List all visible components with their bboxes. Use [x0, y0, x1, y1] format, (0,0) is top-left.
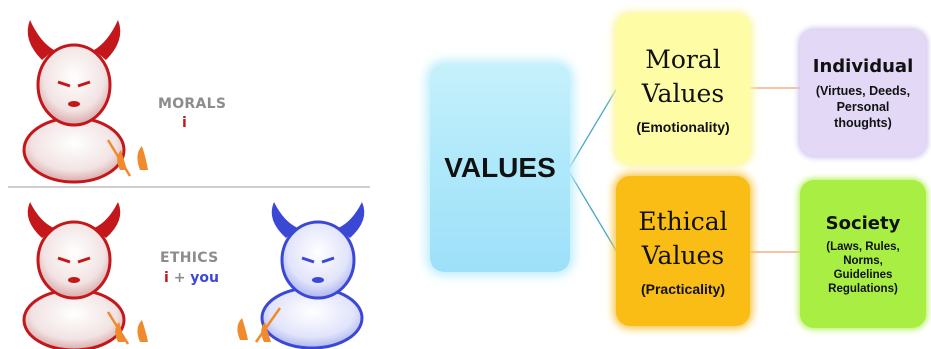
ethical-values-line2: Values: [641, 241, 725, 270]
morals-illustration: MORALS i: [0, 0, 380, 185]
society-line4: Regulations): [828, 282, 898, 295]
society-line3: Guidelines: [833, 268, 893, 281]
ethical-values-sub: (Practicality): [640, 281, 726, 297]
ethics-sub-plus: +: [173, 270, 186, 286]
individual-title: Individual: [812, 55, 914, 77]
connector-values-moral: [567, 87, 618, 171]
ethics-illustration: ETHICS i + you: [0, 190, 380, 349]
values-label: VALUES: [444, 152, 556, 183]
individual-line1: (Virtues, Deeds,: [815, 83, 911, 98]
moral-values-sub: (Emotionality): [636, 119, 730, 135]
morals-label: MORALS: [158, 96, 227, 112]
ethics-sub-i: i: [164, 270, 169, 286]
moral-values-box: Moral Values (Emotionality): [616, 14, 750, 164]
individual-line3: thoughts): [834, 115, 892, 130]
society-line1: (Laws, Rules,: [826, 240, 900, 253]
individual-box: Individual (Virtues, Deeds, Personal tho…: [800, 30, 926, 156]
society-line2: Norms,: [843, 254, 883, 267]
society-title: Society: [825, 212, 901, 234]
devils-icon: [22, 202, 365, 349]
ethics-label: ETHICS: [160, 250, 219, 266]
red-devil-icon: [22, 20, 148, 184]
moral-values-line2: Values: [641, 79, 725, 108]
society-box: Society (Laws, Rules, Norms, Guidelines …: [800, 180, 926, 328]
values-box: VALUES: [430, 64, 570, 272]
individual-line2: Personal: [836, 99, 890, 114]
ethics-sub: i + you: [164, 270, 219, 286]
illustration-divider: [8, 186, 370, 188]
ethical-values-line1: Ethical: [638, 207, 728, 236]
connector-values-ethical: [567, 169, 618, 253]
moral-values-line1: Moral: [645, 45, 721, 74]
morals-sub-i: i: [182, 115, 187, 131]
society-text: (Laws, Rules, Norms, Guidelines Regulati…: [826, 240, 900, 296]
individual-text: (Virtues, Deeds, Personal thoughts): [816, 83, 910, 131]
ethical-values-box: Ethical Values (Practicality): [616, 176, 750, 326]
ethics-sub-you: you: [190, 270, 220, 286]
